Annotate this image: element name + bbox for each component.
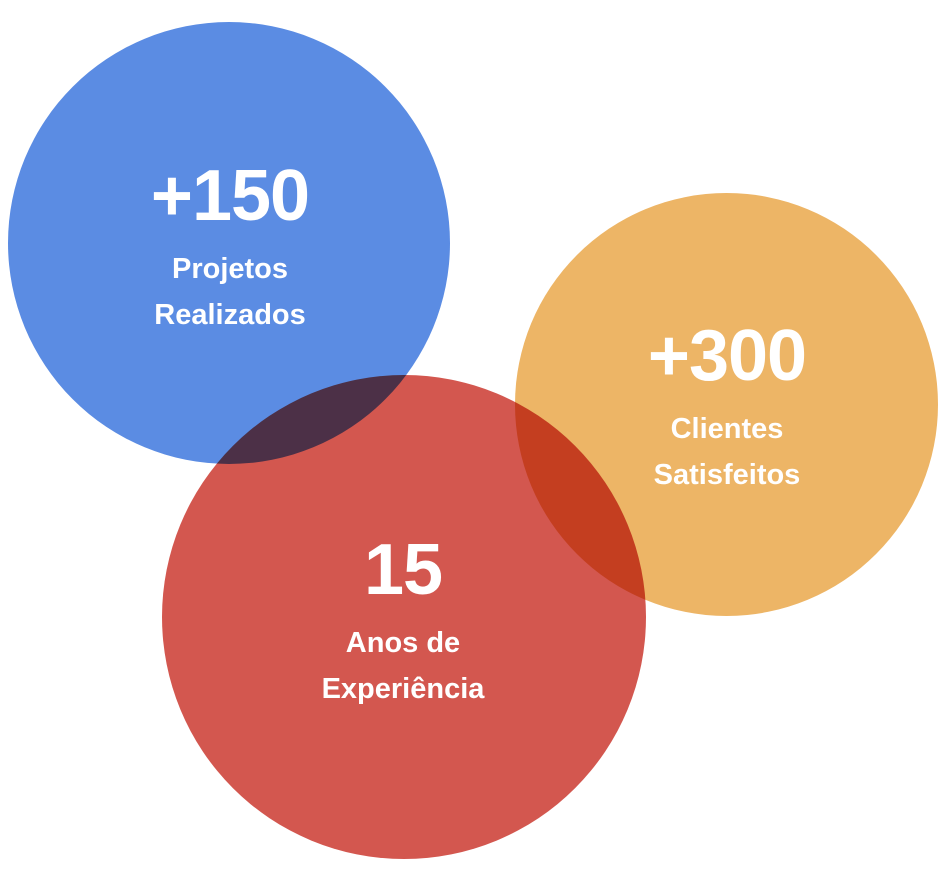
circle-clients: [515, 193, 938, 616]
stat-experience-value: 15: [363, 530, 443, 610]
stat-experience-label: Anos de Experiência: [322, 620, 485, 712]
stat-clients-label: Clientes Satisfeitos: [648, 406, 806, 498]
stat-experience: 15 Anos de Experiência: [322, 534, 485, 712]
stat-clients-value: +300: [647, 316, 807, 396]
stat-projects-label: Projetos Realizados: [151, 246, 309, 338]
stat-projects-value: +150: [150, 156, 310, 236]
stat-projects-label-line2: Realizados: [154, 299, 306, 331]
stat-projects: +150 Projetos Realizados: [150, 156, 310, 338]
stat-experience-label-line1: Anos de: [345, 627, 461, 659]
stat-projects-label-line1: Projetos: [171, 253, 289, 285]
stat-clients-label-line2: Satisfeitos: [653, 459, 801, 491]
stat-clients-label-line1: Clientes: [670, 413, 784, 445]
stat-clients: +300 Clientes Satisfeitos: [647, 316, 807, 498]
stat-experience-label-line2: Experiência: [321, 673, 485, 705]
